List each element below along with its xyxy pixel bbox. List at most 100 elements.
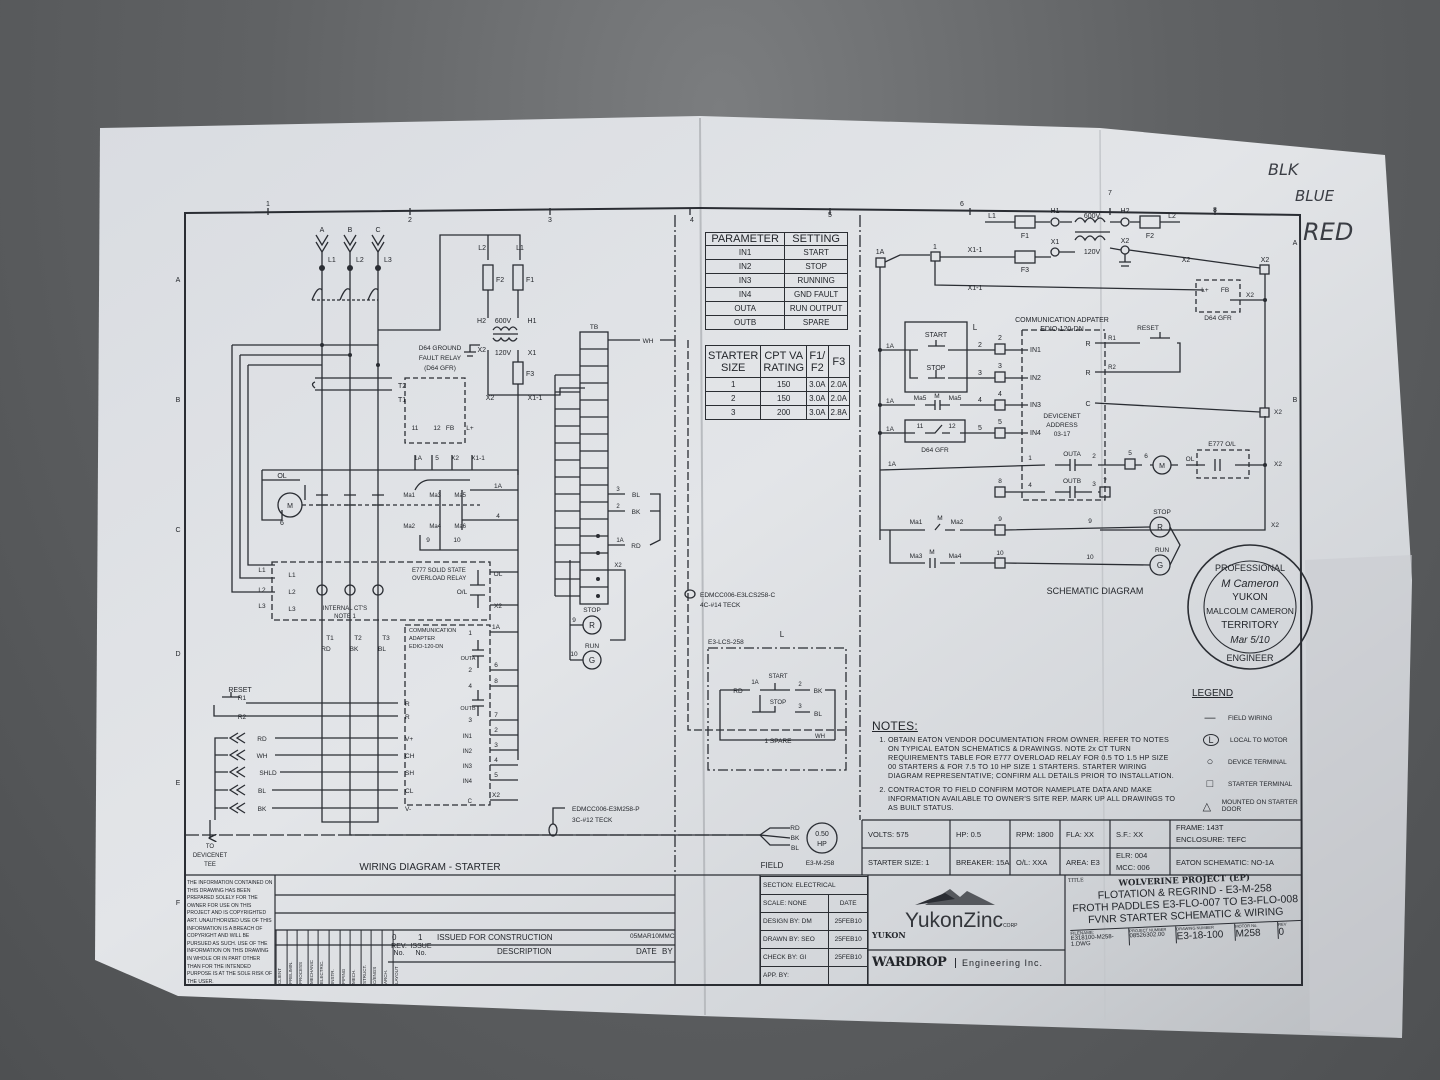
eaton-schematic: EATON SCHEMATIC: NO-1A [1176,858,1274,867]
wiring-label: FB [446,425,454,432]
grid-label: F [176,900,180,907]
grid-label: 5 [828,212,832,219]
wiring-label: 120V [495,350,512,357]
wiring-label: RESET [228,687,252,694]
wiring-label: STOP [770,700,786,706]
wiring-label: CL [405,788,414,795]
column-header: STARTER SIZE [704,345,762,378]
discipline-column: MECH. [350,930,361,984]
table-cell: 150 [760,377,808,392]
grid-label: B [1293,397,1298,404]
wiring-label: 2 [494,727,498,734]
wiring-label: STOP [583,607,601,614]
wiring-label: 12 [433,425,441,432]
schematic-label: OL [1186,456,1195,463]
wiring-label: OVERLOAD RELAY [412,576,466,582]
schematic-label: M [934,393,939,400]
table-cell: 3.0A [806,377,829,392]
schematic-label: R [1085,370,1090,377]
handwritten-note: BLUE [1295,187,1335,205]
table-cell: STOP [784,259,848,274]
starter-size: STARTER SIZE: 1 [868,858,930,867]
wiring-label: 1 SPARE [765,738,793,745]
schematic-label: IN1 [1030,347,1041,354]
schematic-label: Ma3 [910,553,923,560]
wiring-label: BK [814,688,823,695]
wiring-label: TO [206,844,215,850]
schematic-label: L+ [1201,287,1209,294]
wiring-terminals [319,265,600,598]
wiring-label: Ma4 [429,524,441,530]
schematic-label: H1 [1051,208,1060,215]
wiring-label: 5 [494,772,498,779]
wiring-label: E777 SOLID STATE [412,568,466,574]
paper-fold [1099,129,1106,1021]
wiring-label: 1A [616,538,623,544]
wiring-label: 2 [798,682,802,688]
drawing-number: E3-18-100 [1176,929,1224,943]
schematic-label: IN2 [1030,375,1041,382]
issue-number: 1 [418,933,423,942]
rpm: RPM: 1800 [1016,830,1054,839]
rev-number: 0 [1278,926,1285,938]
schematic-label: 12 [948,423,956,430]
legend-symbol-icon: L [1203,734,1219,746]
legend-label: MOUNTED ON STARTER DOOR [1221,799,1298,813]
legend-label: LOCAL TO MOTOR [1230,736,1288,744]
wiring-label: L2 [356,257,364,264]
schematic-label: H2 [1121,208,1130,215]
stamp-label: MALCOLM CAMERON [1206,606,1294,616]
wiring-label: Ma1 [403,493,415,499]
schematic-label: 4 [978,397,982,404]
wiring-label: ADAPTER [409,636,435,642]
wiring-label: F2 [496,277,504,284]
wiring-label: X2 [492,792,500,799]
schematic-label: X2 [1246,292,1254,299]
schematic-label: L [973,323,978,332]
schematic-label: 4 [1028,482,1032,489]
schematic-label: Ma1 [910,519,923,526]
schematic-label: 8 [998,478,1002,485]
wiring-label: X2 [614,563,622,569]
wiring-label: 7 [494,712,498,719]
wiring-label: 3 [798,704,802,710]
table-cell: 3 [704,405,762,420]
wiring-label: 3 [616,487,620,493]
discipline-column: C/ENGS [371,930,382,984]
schematic-label: R [1085,341,1090,348]
wiring-label: L3 [288,606,296,613]
stamp-label: PROFESSIONAL [1215,563,1285,573]
drawing-frame [184,206,1304,986]
table-cell: 3.0A [806,391,829,406]
schematic-label: RUN [1155,547,1169,554]
schematic-label: X1 [1051,239,1060,246]
legend-label: FIELD WIRING [1228,714,1273,722]
stamp-label: ENGINEER [1226,653,1274,663]
approved-label: APP. BY: [759,966,830,985]
wiring-label: R1 [238,695,247,702]
wiring-label: BK [632,509,641,516]
table-cell: 2 [704,391,762,406]
schematic-label: DEVICENET [1043,413,1080,420]
schematic-label: C [1085,401,1090,408]
wiring-label: 4 [494,757,498,764]
service-factor: S.F.: XX [1116,830,1144,839]
wiring-label: HP [817,841,827,848]
wiring-label: 1A [751,680,758,686]
table-cell: 2.0A [827,391,851,406]
engineer-suffix: Engineering Inc. [955,958,1043,968]
wiring-label: T2 [398,383,406,390]
handwritten-note: RED [1303,218,1354,246]
issue-header: ISSUE No. [410,943,432,957]
schematic-label: 10 [996,550,1004,557]
rev-header: REV. No. [391,943,407,957]
wiring-label: 600V [495,318,512,325]
schematic-label: EDIO-120-DN [1040,326,1084,333]
wiring-label: X1-1 [528,395,543,402]
wiring-label: BK [350,646,359,653]
scale-label: SCALE: [763,900,787,907]
schematic-label: 3 [1092,481,1096,488]
schematic-label: IN4 [1030,430,1041,437]
